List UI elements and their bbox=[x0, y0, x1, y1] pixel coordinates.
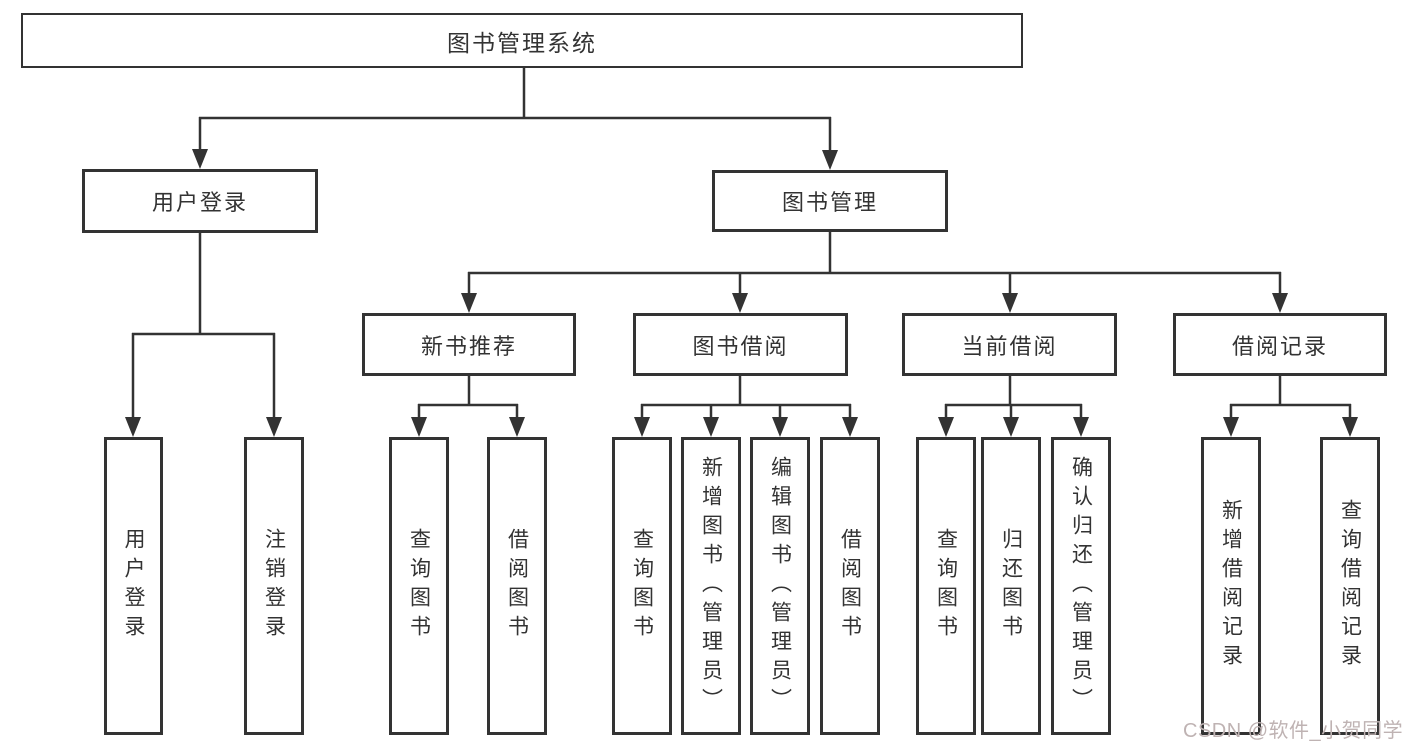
leaf-user-login: 用户登录 bbox=[104, 437, 163, 735]
leaf-borrow-books-recommend: 借阅图书 bbox=[487, 437, 547, 735]
leaf-add-borrow-record: 新增借阅记录 bbox=[1201, 437, 1261, 735]
node-borrowing-records: 借阅记录 bbox=[1173, 313, 1387, 376]
node-book-management: 图书管理 bbox=[712, 170, 948, 232]
leaf-confirm-return-admin: 确认归还（管理员） bbox=[1051, 437, 1111, 735]
leaf-query-borrow-record: 查询借阅记录 bbox=[1320, 437, 1380, 735]
watermark: CSDN @软件_小贺同学 bbox=[1183, 720, 1404, 742]
leaf-query-books-recommend: 查询图书 bbox=[389, 437, 449, 735]
leaf-logout: 注销登录 bbox=[244, 437, 304, 735]
leaf-query-books-borrow: 查询图书 bbox=[612, 437, 672, 735]
node-library-management-system: 图书管理系统 bbox=[21, 13, 1023, 68]
node-book-borrowing: 图书借阅 bbox=[633, 313, 848, 376]
leaf-edit-books-admin: 编辑图书（管理员） bbox=[750, 437, 810, 735]
leaf-query-books-current: 查询图书 bbox=[916, 437, 976, 735]
node-new-book-recommendation: 新书推荐 bbox=[362, 313, 576, 376]
leaf-borrow-books: 借阅图书 bbox=[820, 437, 880, 735]
node-current-borrowing: 当前借阅 bbox=[902, 313, 1117, 376]
node-user-login: 用户登录 bbox=[82, 169, 318, 233]
leaf-add-books-admin: 新增图书（管理员） bbox=[681, 437, 741, 735]
leaf-return-books: 归还图书 bbox=[981, 437, 1041, 735]
